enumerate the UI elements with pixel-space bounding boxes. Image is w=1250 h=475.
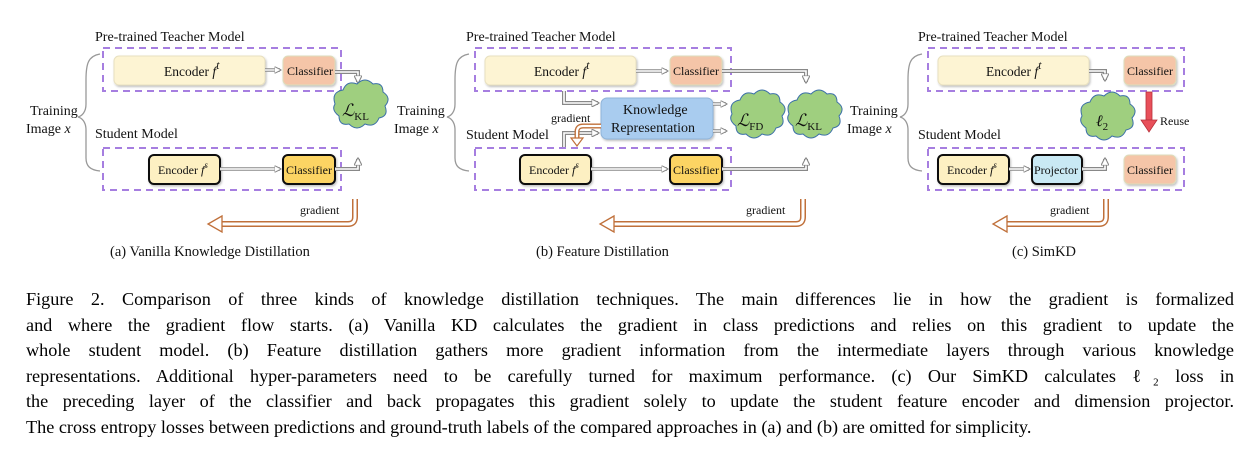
knowledge-representation-label: Knowledge bbox=[623, 103, 688, 118]
input-brace bbox=[446, 53, 470, 172]
inner-gradient-arrow bbox=[569, 123, 601, 147]
figure-caption: Figure 2. Comparison of three kinds of k… bbox=[26, 287, 1234, 441]
student-classifier-box bbox=[1123, 154, 1177, 185]
loss-l2-label: ℓ2 bbox=[1096, 113, 1108, 133]
projector-output-arrow bbox=[1082, 159, 1107, 171]
subcaption-a: (a) Vanilla Knowledge Distillation bbox=[110, 244, 311, 260]
gradient-label: gradient bbox=[300, 203, 340, 217]
teacher-classifier-label: Classifier bbox=[1127, 64, 1173, 78]
student-title: Student Model bbox=[95, 127, 178, 142]
student-encoder-label: Encoder fs bbox=[158, 160, 208, 177]
inner-gradient-label: gradient bbox=[551, 111, 591, 125]
subcaption-b: (b) Feature Distillation bbox=[536, 244, 670, 260]
teacher-feature-arrow bbox=[1089, 69, 1107, 80]
figure-diagram: Pre-trained Teacher Model Encoder ft Cla… bbox=[26, 30, 1189, 260]
caption-line: representations. Additional hyper-parame… bbox=[26, 365, 1234, 386]
teacher-title: Pre-trained Teacher Model bbox=[918, 30, 1068, 45]
caption-line: The cross entropy losses between predict… bbox=[26, 416, 1032, 437]
gradient-label: gradient bbox=[1050, 203, 1090, 217]
gradient-arrow bbox=[598, 199, 806, 234]
student-classifier-label: Classifier bbox=[1127, 163, 1173, 177]
teacher-model-boundary bbox=[102, 47, 342, 92]
panel-c: Pre-trained Teacher Model Encoder ft Cla… bbox=[847, 30, 1189, 260]
caption-line: and where the gradient flow starts. (a) … bbox=[26, 314, 1234, 335]
student-title: Student Model bbox=[466, 128, 549, 143]
teacher-encoder-label: Encoder ft bbox=[164, 58, 220, 79]
loss-kl-label: ℒKL bbox=[342, 101, 369, 123]
teacher-classifier-label: Classifier bbox=[287, 64, 333, 78]
input-label: Training bbox=[30, 104, 78, 119]
student-output-arrow bbox=[722, 159, 808, 171]
student-output-arrow bbox=[335, 159, 360, 171]
teacher-title: Pre-trained Teacher Model bbox=[466, 30, 616, 45]
caption-line: whole student model. (b) Feature distill… bbox=[26, 340, 1234, 361]
student-classifier-label: Classifier bbox=[286, 163, 332, 177]
loss-cloud-l2: ℓ2 bbox=[1080, 91, 1136, 141]
teacher-output-arrow bbox=[722, 69, 808, 82]
student-title: Student Model bbox=[918, 128, 1001, 143]
knowledge-representation-label-2: Representation bbox=[611, 121, 695, 136]
teacher-title: Pre-trained Teacher Model bbox=[95, 30, 245, 45]
reuse-label: Reuse bbox=[1160, 114, 1189, 128]
teacher-model-boundary bbox=[927, 47, 1185, 92]
gradient-arrow bbox=[206, 199, 358, 234]
gradient-label: gradient bbox=[746, 203, 786, 217]
teacher-feature-arrow bbox=[562, 91, 598, 105]
input-label-line2: Image x bbox=[847, 122, 892, 137]
knowledge-representation-box bbox=[600, 97, 714, 140]
input-brace bbox=[899, 53, 923, 172]
gradient-arrow bbox=[991, 199, 1109, 234]
teacher-classifier-label: Classifier bbox=[673, 64, 719, 78]
teacher-output-arrow bbox=[335, 70, 360, 82]
input-label-line2: Image x bbox=[26, 122, 71, 137]
student-model-boundary bbox=[927, 147, 1185, 191]
subcaption-c: (c) SimKD bbox=[1012, 244, 1076, 260]
student-classifier-label: Classifier bbox=[673, 163, 719, 177]
loss-cloud-fd: ℒFD bbox=[730, 89, 786, 139]
teacher-encoder-label: Encoder ft bbox=[986, 58, 1042, 79]
student-encoder-label: Encoder fs bbox=[947, 160, 997, 177]
input-label: Training bbox=[397, 104, 445, 119]
loss-cloud-kl: ℒKL bbox=[333, 79, 389, 129]
teacher-encoder-label: Encoder ft bbox=[534, 58, 590, 79]
panel-a: Pre-trained Teacher Model Encoder ft Cla… bbox=[26, 30, 389, 260]
loss-fd-label: ℒFD bbox=[737, 111, 763, 133]
student-encoder-label: Encoder fs bbox=[529, 160, 579, 177]
input-label: Training bbox=[850, 104, 898, 119]
reuse-arrow bbox=[1140, 91, 1158, 133]
panel-b: Pre-trained Teacher Model Encoder ft Cla… bbox=[394, 30, 843, 260]
input-label-line2: Image x bbox=[394, 122, 439, 137]
loss-cloud-kl: ℒKL bbox=[787, 89, 843, 139]
caption-line: Figure 2. Comparison of three kinds of k… bbox=[26, 289, 1234, 309]
caption-line: the preceding layer of the classifier an… bbox=[26, 391, 1234, 412]
input-brace bbox=[77, 53, 101, 172]
projector-label: Projector bbox=[1034, 163, 1078, 177]
loss-kl-label: ℒKL bbox=[795, 111, 822, 133]
teacher-classifier-box bbox=[1123, 55, 1177, 86]
